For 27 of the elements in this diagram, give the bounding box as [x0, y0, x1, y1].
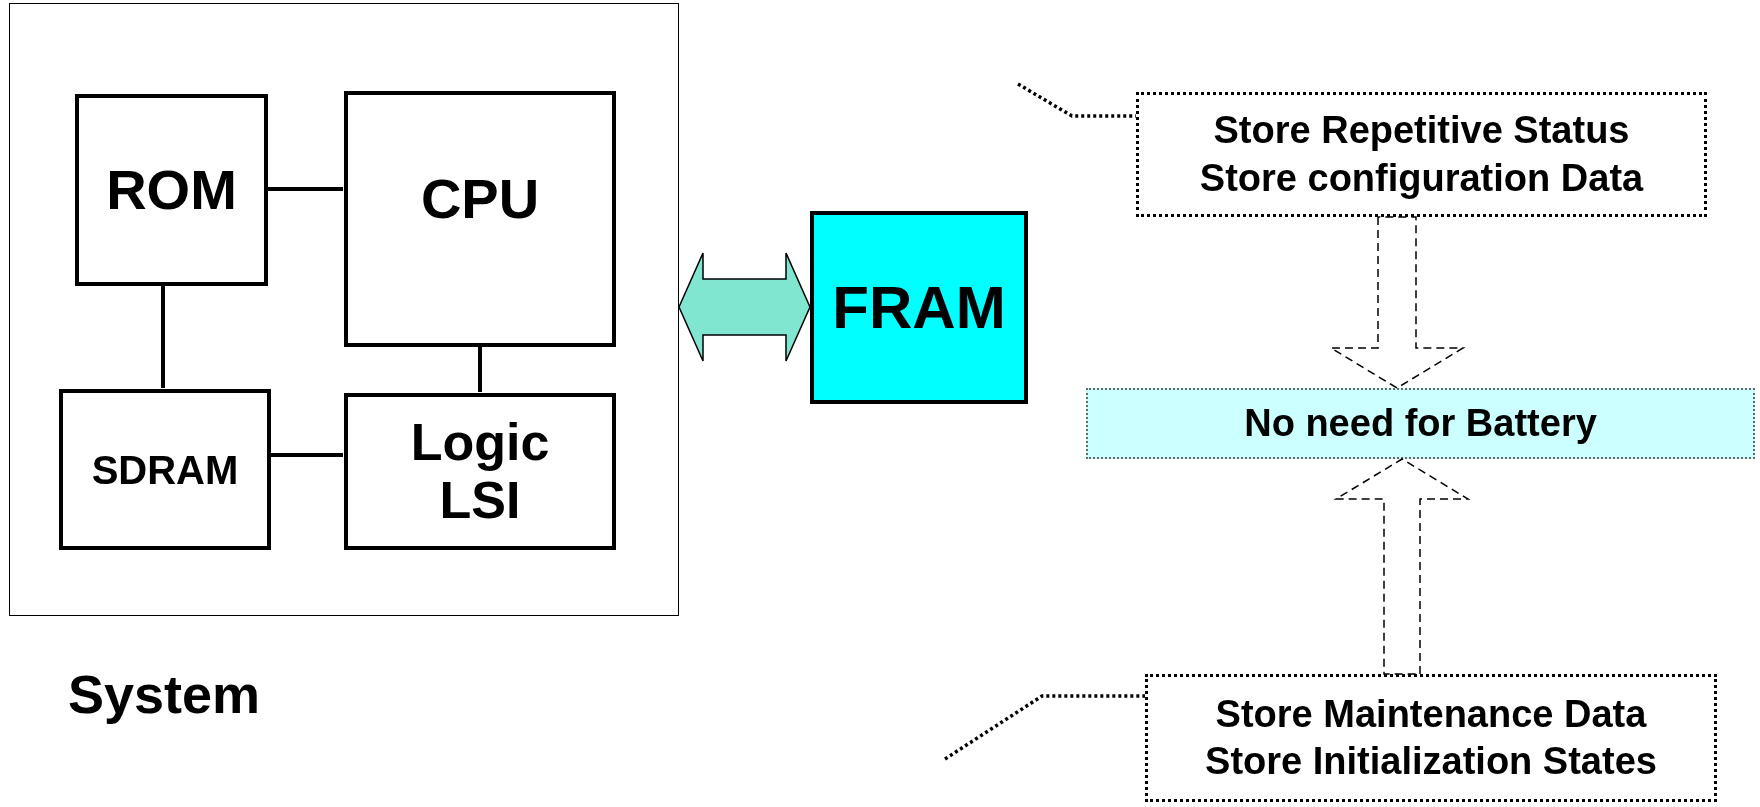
node-label: Logic LSI [409, 414, 551, 529]
system-label: System [68, 663, 261, 726]
node-label: Store Maintenance Data [1215, 691, 1647, 737]
node-label: Store Repetitive Status [1213, 108, 1630, 153]
note-box [1145, 674, 1717, 802]
connector-line [478, 346, 482, 392]
rom-box [75, 94, 268, 286]
block-arrow [678, 252, 811, 362]
node-label: Store configuration Data [1199, 155, 1644, 201]
node-label: ROM [106, 157, 237, 223]
note-box [1136, 92, 1707, 217]
node-label: FRAM [832, 272, 1006, 343]
result-box [1086, 388, 1755, 459]
block-arrow [1333, 458, 1471, 675]
connector-line [267, 187, 343, 191]
cpu-box [344, 91, 616, 347]
leader-line [1017, 82, 1136, 118]
node-label: No need for Battery [1244, 401, 1597, 446]
node-label: CPU [420, 166, 540, 232]
leader-line [944, 694, 1145, 761]
connector-line [161, 285, 165, 388]
node-label: SDRAM [91, 446, 239, 494]
logic-lsi-box [344, 393, 616, 550]
connector-line [270, 453, 343, 457]
sdram-box [59, 389, 271, 550]
node-label: Store Initialization States [1205, 739, 1657, 784]
fram-box [810, 211, 1028, 404]
